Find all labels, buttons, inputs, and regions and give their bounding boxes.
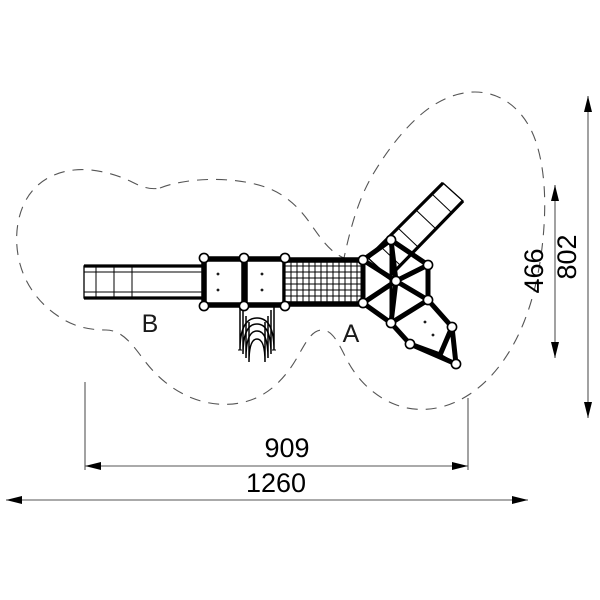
joint-posts: [198, 234, 462, 370]
dimension-909-label: 909: [264, 433, 309, 463]
dimension-909: 909: [84, 382, 469, 470]
zone-label-b: B: [142, 310, 159, 338]
zone-label-a: A: [343, 320, 360, 348]
platform-deck-right: [242, 256, 288, 308]
platform-deck-left: [201, 256, 247, 308]
dimension-802-label: 802: [552, 234, 582, 279]
truss-tail: [388, 297, 459, 367]
dimension-802: 802: [552, 96, 592, 418]
dimension-1260: 1260: [6, 468, 528, 504]
arch-climber: [238, 306, 276, 363]
slide-left: [83, 264, 205, 300]
net-bridge: [284, 257, 364, 307]
dimension-466: 466: [519, 185, 559, 358]
dimension-1260-label: 1260: [246, 468, 306, 498]
safety-zone-outline: [16, 91, 546, 410]
hex-truss-net: [360, 237, 431, 326]
slide-diagonal: [364, 181, 465, 282]
dimension-466-label: 466: [519, 248, 549, 293]
